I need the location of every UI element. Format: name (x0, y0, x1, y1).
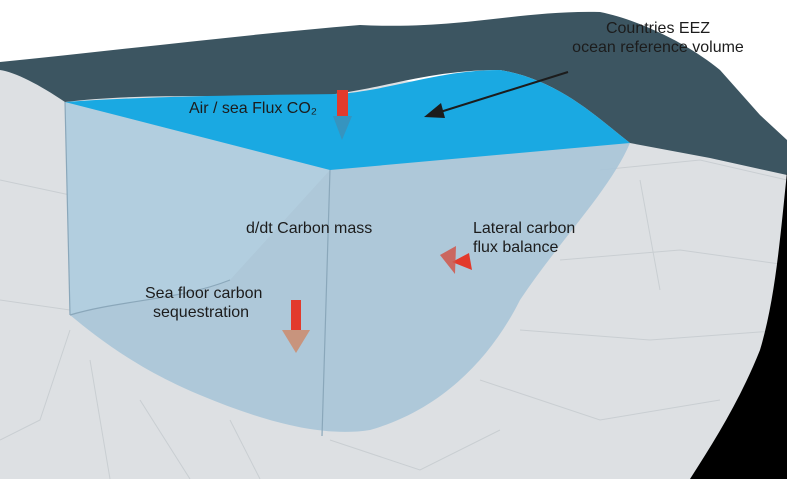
callout-label: Countries EEZ ocean reference volume (548, 19, 768, 57)
seafloor-line-1: Sea floor carbon (145, 285, 263, 302)
lateral-flux-arrow-icon (440, 246, 472, 274)
carbon-mass-label: d/dt Carbon mass (246, 220, 373, 237)
seafloor-sequestration-label: Sea floor carbon sequestration (145, 284, 262, 322)
seafloor-grid-lines (0, 159, 787, 479)
lateral-flux-line-2: flux balance (473, 239, 559, 256)
seafloor-sequestration-arrow-icon (282, 300, 310, 353)
air-sea-flux-label: Air / sea Flux CO₂ (189, 100, 318, 117)
volume-edges (64, 101, 331, 437)
lateral-flux-label: Lateral carbon flux balance (473, 219, 575, 257)
callout-line-2: ocean reference volume (572, 39, 744, 56)
landmass (690, 172, 787, 479)
callout-line-1: Countries EEZ (605, 20, 711, 37)
air-sea-flux-arrow-icon (333, 90, 352, 140)
seafloor-line-2: sequestration (153, 304, 250, 321)
coastline-shelf (0, 11, 787, 175)
callout-arrow (424, 71, 569, 118)
water-volume-left-face (65, 102, 330, 315)
lateral-flux-line-1: Lateral carbon (473, 220, 576, 237)
